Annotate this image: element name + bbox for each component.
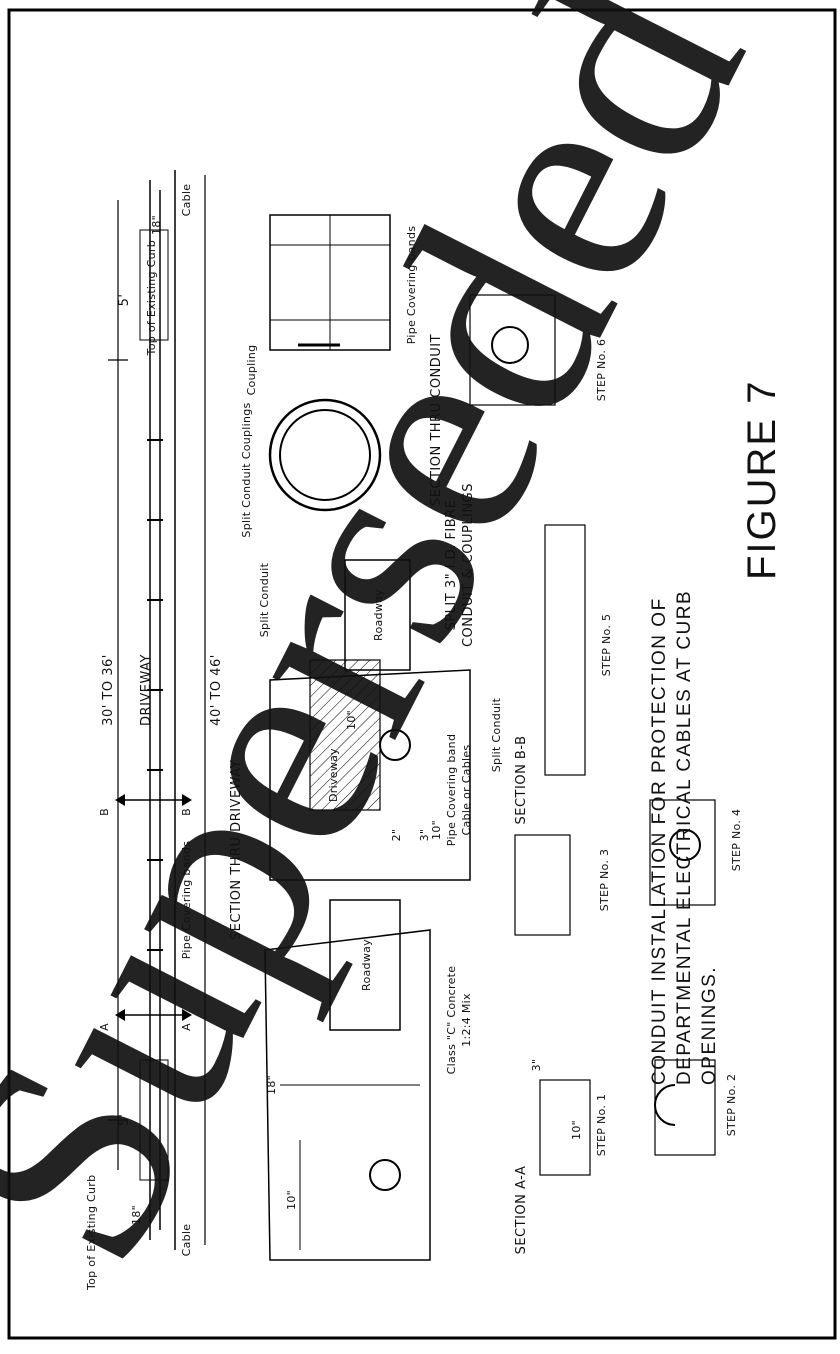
length-range-label: 40' TO 46' bbox=[209, 654, 224, 726]
section-a-a bbox=[264, 899, 431, 1261]
bb-driveway-slab bbox=[309, 659, 381, 811]
section-conduit-title: SECTION THRU CONDUIT bbox=[429, 334, 444, 506]
top-curb-left-label: Top of Existing Curb bbox=[85, 1175, 98, 1291]
top-curb-right-label: Top of Existing Curb bbox=[145, 240, 158, 356]
pipe-bands-label: Pipe Covering bands bbox=[180, 841, 193, 960]
curb-hatch-right bbox=[139, 229, 169, 341]
split-conduit-label-a: Split Conduit bbox=[258, 562, 271, 637]
conduit-outer bbox=[268, 398, 382, 512]
bb-driveway-label: Driveway bbox=[327, 748, 340, 802]
bb-conduit bbox=[379, 729, 411, 761]
step-6-label: STEP No. 6 bbox=[595, 339, 608, 402]
dim-18-left: 18" bbox=[130, 1205, 143, 1225]
cable-left-label: Cable bbox=[180, 1224, 193, 1257]
step-3-label: STEP No. 3 bbox=[598, 849, 611, 912]
step-5-label: STEP No. 5 bbox=[600, 614, 613, 677]
step-6-diagram bbox=[469, 294, 556, 406]
step-4-diagram bbox=[649, 799, 716, 906]
fibre-label-2: CONDUIT & COUPLINGS bbox=[461, 483, 476, 647]
figure-label: FIGURE 7 bbox=[740, 380, 784, 580]
bb-outline bbox=[269, 669, 471, 881]
aa-roadway-label: Roadway bbox=[360, 939, 373, 991]
bb-band-label-2: Cable or Cables bbox=[460, 745, 473, 836]
bb-band-label-1: Pipe Covering band bbox=[445, 734, 458, 847]
conduit-inner bbox=[279, 409, 371, 501]
step-1-label: STEP No. 1 bbox=[595, 1094, 608, 1157]
bb-dim-3: 3" bbox=[418, 829, 431, 842]
title-line-1: CONDUIT INSTALLATION FOR PROTECTION OF bbox=[649, 597, 670, 1085]
page-border bbox=[7, 8, 837, 1340]
bb-dim-10a: 10" bbox=[345, 710, 358, 730]
section-b-b bbox=[269, 559, 471, 881]
aa-conduit bbox=[369, 1159, 401, 1191]
aa-outline bbox=[264, 929, 431, 1261]
aa-dim-18-label: 18" bbox=[265, 1075, 278, 1095]
bb-dim-10b: 10" bbox=[430, 820, 443, 840]
dim-5-right: 5' bbox=[117, 294, 132, 307]
step-3-diagram bbox=[514, 834, 571, 936]
dim-18-right: 18" bbox=[150, 215, 163, 235]
mark-a-right: A bbox=[180, 1023, 193, 1031]
section-driveway-title: SECTION THRU DRIVEWAY bbox=[229, 760, 244, 940]
mark-b-left: B bbox=[98, 808, 111, 816]
coupling-label: Coupling bbox=[245, 345, 258, 396]
step-5-diagram bbox=[544, 524, 586, 776]
step-4-label: STEP No. 4 bbox=[730, 809, 743, 872]
aa-roadway-block bbox=[329, 899, 401, 1031]
step-dim-10: 10" bbox=[570, 1120, 583, 1140]
split-conduit-couplings-label: Split Conduit Couplings bbox=[240, 402, 253, 537]
title-line-2: DEPARTMENTAL ELECTRICAL CABLES AT CURB bbox=[674, 590, 695, 1085]
mark-b-right: B bbox=[180, 808, 193, 816]
step-dim-3: 3" bbox=[530, 1059, 543, 1072]
title-line-3: OPENINGS. bbox=[699, 966, 720, 1085]
section-thru-driveway bbox=[108, 170, 206, 1250]
labels: 30' TO 36' DRIVEWAY 40' TO 46' SECTION T… bbox=[85, 184, 784, 1291]
steps-group bbox=[469, 294, 716, 1176]
section-aa-title: SECTION A-A bbox=[514, 1166, 529, 1255]
aa-dim-10-label: 10" bbox=[285, 1190, 298, 1210]
bb-roadway-block bbox=[344, 559, 411, 671]
section-bb-title: SECTION B-B bbox=[514, 736, 529, 825]
section-thru-conduit bbox=[268, 214, 391, 512]
step-2-label: STEP No. 2 bbox=[725, 1074, 738, 1137]
curb-hatch-left bbox=[139, 1059, 169, 1181]
step-1-diagram bbox=[539, 1079, 591, 1176]
dim-5-left: 5' bbox=[117, 1114, 132, 1127]
aa-concrete-label-2: 1:2:4 Mix bbox=[460, 993, 473, 1047]
pipe-bands-conduit-label: Pipe Covering bands bbox=[405, 226, 418, 345]
bb-roadway-label: Roadway bbox=[372, 589, 385, 641]
driveway-label: DRIVEWAY bbox=[139, 654, 154, 726]
aa-concrete-label-1: Class "C" Concrete bbox=[445, 966, 458, 1075]
bb-split-conduit-label: Split Conduit bbox=[490, 697, 503, 772]
fibre-label-1: SPLIT 3" I.D. FIBRE bbox=[444, 500, 459, 631]
mark-a-left: A bbox=[98, 1023, 111, 1031]
width-range-label: 30' TO 36' bbox=[101, 654, 116, 726]
cable-right-label: Cable bbox=[180, 184, 193, 217]
bb-dim-2: 2" bbox=[390, 829, 403, 842]
